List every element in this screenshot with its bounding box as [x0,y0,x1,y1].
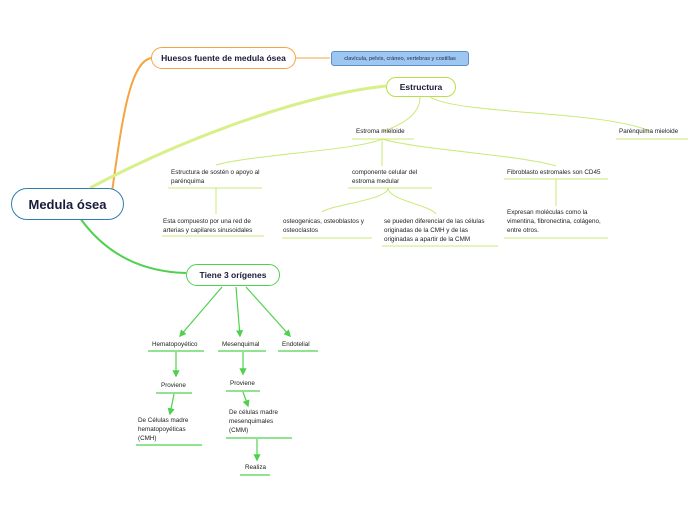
node-expresan[interactable]: Expresan moléculas como la vimentina, fi… [507,209,601,234]
arrow-hemato [179,286,223,338]
link-estroma-fibroblasto [381,138,557,167]
node-diferenciar[interactable]: se pueden diferenciar de las células ori… [384,218,485,243]
link-estroma-sosten [215,138,383,166]
link-estructura-parenquima [429,96,651,132]
node-estructura-sosten[interactable]: Estructura de sostén o apoyo al parénqui… [171,169,260,185]
node-parenquima-mieloide[interactable]: Parénquima mieloide [619,128,679,135]
node-cmm[interactable]: De células madre mesenquimales (CMM) [229,409,278,434]
arrow-cmm [242,391,250,408]
arrow-cmh [167,393,175,416]
node-endotelial[interactable]: Endotelial [282,341,310,348]
node-proviene-2[interactable]: Proviene [230,380,255,387]
node-componente-celular[interactable]: componente celular del estroma medular [352,169,418,185]
node-red-arterias[interactable]: Esta compuesto por una red de arterias y… [163,218,253,234]
arrow-endo [245,286,291,338]
link-componente-diferenciar [387,187,437,215]
node-cmh[interactable]: De Células madre hematopoyéticas (CMH) [138,417,189,442]
topic-huesos[interactable]: Huesos fuente de medula ósea [151,47,296,69]
link-estructura-estroma [381,96,421,133]
branch-origenes [79,217,187,274]
central-topic[interactable]: Medula ósea [11,188,124,220]
node-fibroblasto[interactable]: Fibroblasto estromales son CD45 [507,169,601,176]
node-osteogenicas[interactable]: osteogenicas, osteoblastos y osteoclasto… [283,218,364,234]
node-estroma-mieloide[interactable]: Estroma mieloide [356,128,405,135]
detail-huesos-tag[interactable]: clavícula, pelvis, cráneo, vertebras y c… [331,51,469,66]
node-realiza[interactable]: Realiza [245,464,266,471]
arrow-meso [235,286,244,338]
topic-origenes[interactable]: Tiene 3 orígenes [186,264,280,286]
node-mesenquimal[interactable]: Mesenquimal [222,341,260,348]
branch-estructura [89,84,387,190]
topic-estructura[interactable]: Estructura [386,77,456,97]
link-componente-osteo [321,187,389,213]
branch-huesos [111,57,153,193]
node-proviene-1[interactable]: Proviene [161,382,186,389]
node-hematopoyetico[interactable]: Hematopoyético [152,341,198,348]
